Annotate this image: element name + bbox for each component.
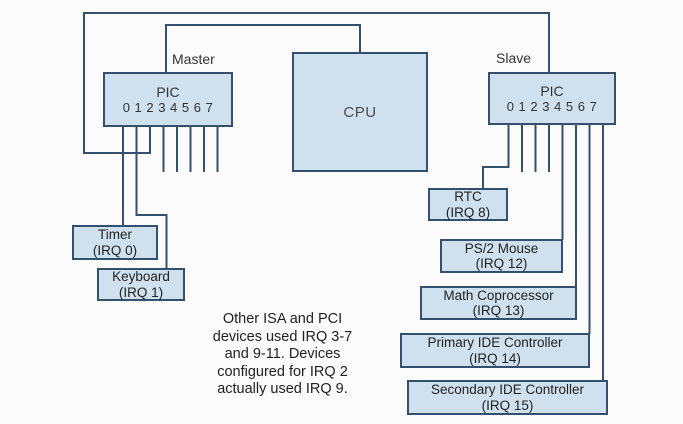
device-box-rtc: RTC (IRQ 8) (428, 188, 508, 221)
device-name: Math Coprocessor (443, 287, 554, 303)
device-irq: (IRQ 1) (118, 284, 164, 300)
wire-slave-cascade-to-master-irq2 (83, 12, 550, 154)
wire-master-int-to-cpu (165, 24, 361, 72)
master-pic-label: Master (172, 51, 215, 67)
device-box-secondary-ide: Secondary IDE Controller (IRQ 15) (407, 380, 608, 415)
device-name: Secondary IDE Controller (430, 382, 585, 397)
device-irq: (IRQ 14) (469, 350, 521, 366)
device-box-keyboard: Keyboard (IRQ 1) (97, 268, 185, 301)
slave-pic-box: PIC 0 1 2 3 4 5 6 7 (488, 72, 616, 125)
device-irq: (IRQ 12) (475, 256, 528, 271)
wire-master-pin1-to-keyboard (135, 127, 168, 269)
wire-slave-pin0-to-rtc (482, 125, 510, 189)
master-pic-box: PIC 0 1 2 3 4 5 6 7 (103, 72, 233, 127)
master-pic-pin-numbers: 0 1 2 3 4 5 6 7 (122, 100, 214, 115)
device-name: Timer (98, 227, 132, 242)
device-name: Primary IDE Controller (427, 335, 563, 350)
device-name: PS/2 Mouse (464, 240, 539, 256)
device-name: Keyboard (112, 269, 170, 284)
device-irq: (IRQ 8) (445, 204, 491, 220)
cpu-title: CPU (343, 103, 377, 121)
slave-pic-title: PIC (540, 83, 564, 99)
device-box-ps2-mouse: PS/2 Mouse (IRQ 12) (440, 239, 563, 273)
device-box-timer: Timer (IRQ 0) (72, 225, 158, 260)
master-pic-title: PIC (156, 84, 180, 100)
device-irq: (IRQ 15) (481, 397, 534, 413)
device-box-primary-ide: Primary IDE Controller (IRQ 14) (400, 333, 590, 368)
device-name: RTC (454, 189, 482, 204)
isa-pci-note-text: Other ISA and PCI devices used IRQ 3-7 a… (212, 311, 353, 397)
device-box-math-coprocessor: Math Coprocessor (IRQ 13) (420, 286, 577, 320)
cpu-box: CPU (292, 52, 428, 172)
device-irq: (IRQ 13) (472, 303, 525, 318)
slave-pic-pin-numbers: 0 1 2 3 4 5 6 7 (506, 99, 598, 114)
slave-pic-label: Slave (496, 50, 532, 66)
device-irq: (IRQ 0) (92, 242, 138, 258)
